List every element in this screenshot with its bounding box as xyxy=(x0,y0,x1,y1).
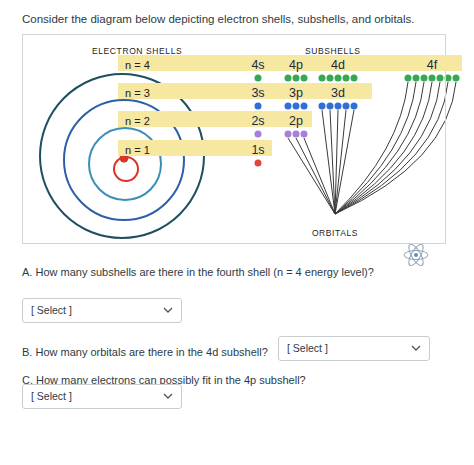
shell-band: n = 4 4s 4p 4d 4f xyxy=(118,55,462,71)
chevron-icon xyxy=(411,345,421,352)
shell-band: n = 2 2s 2p xyxy=(118,111,312,127)
shell-band: n = 3 3s 3p 3d xyxy=(118,83,372,99)
chevron-icon xyxy=(163,307,173,314)
select-dropdown: [ Select ] xyxy=(22,298,182,323)
subshell-label: 4f xyxy=(427,57,437,73)
subshell-label: 4p xyxy=(289,57,303,73)
select-text: [ Select ] xyxy=(31,385,72,408)
subshell-label: 4s xyxy=(251,57,264,73)
subshell-label: 4d xyxy=(331,57,345,73)
diagram-panel: ELECTRON SHELLSSUBSHELLSORBITALSn = 44s4… xyxy=(22,34,446,244)
question-title: Consider the diagram below depicting ele… xyxy=(22,12,415,27)
shell-label: n = 3 xyxy=(125,85,150,101)
subshell-label: 2s xyxy=(251,113,264,129)
question-text: B. How many orbitals are there in the 4d… xyxy=(22,345,268,359)
select-dropdown: [ Select ] xyxy=(278,336,430,361)
subshell-label: 3p xyxy=(289,85,303,101)
shell-label: n = 1 xyxy=(125,142,150,158)
orbitals-label: ORBITALS xyxy=(312,228,358,238)
subshell-label: 1s xyxy=(251,142,264,158)
subshell-label: 3d xyxy=(331,85,345,101)
shell-label: n = 4 xyxy=(125,57,150,73)
shell-label: n = 2 xyxy=(125,113,150,129)
question-text: A. How many subshells are there in the f… xyxy=(22,265,374,279)
select-dropdown: [ Select ] xyxy=(22,384,182,409)
select-text: [ Select ] xyxy=(287,337,328,360)
shell-band: n = 1 1s xyxy=(118,140,272,156)
subshell-label: 2p xyxy=(289,113,303,129)
chevron-icon xyxy=(163,393,173,400)
subshell-label: 3s xyxy=(251,85,264,101)
select-text: [ Select ] xyxy=(31,299,72,322)
